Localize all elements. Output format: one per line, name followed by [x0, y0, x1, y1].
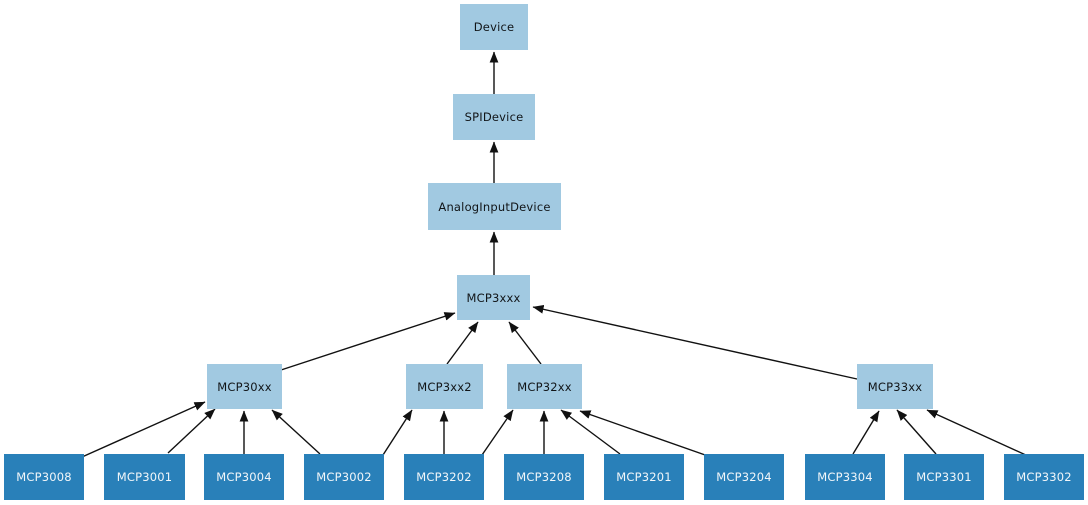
node-device[interactable]: Device [460, 4, 528, 50]
node-mcp3301[interactable]: MCP3301 [904, 454, 984, 500]
edge-mcp33xx-to-mcp3xxx [532, 304, 858, 380]
node-mcp3208[interactable]: MCP3208 [504, 454, 584, 500]
node-mcp3xxx[interactable]: MCP3xxx [457, 275, 530, 320]
node-mcp32xx[interactable]: MCP32xx [507, 364, 582, 409]
node-mcp3001[interactable]: MCP3001 [104, 454, 185, 500]
node-mcp3202[interactable]: MCP3202 [404, 454, 484, 500]
node-analoginputdevice[interactable]: AnalogInputDevice [428, 183, 561, 230]
edge-mcp3202-to-mcp32xx [481, 409, 514, 456]
edge-mcp3301-to-mcp33xx [896, 409, 937, 455]
edge-mcp3002-to-mcp3xx2 [382, 409, 413, 456]
edge-mcp30xx-to-mcp3xxx [280, 312, 456, 371]
edge-mcp32xx-to-mcp3xxx [508, 321, 542, 365]
node-mcp3xx2[interactable]: MCP3xx2 [406, 364, 483, 409]
node-mcp33xx[interactable]: MCP33xx [857, 364, 933, 409]
edge-mcp3008-to-mcp30xx [81, 401, 206, 458]
node-mcp3002[interactable]: MCP3002 [304, 454, 384, 500]
node-mcp3302[interactable]: MCP3302 [1004, 454, 1084, 500]
edge-mcp3204-to-mcp32xx [579, 410, 709, 457]
edge-mcp3002-to-mcp30xx [271, 409, 321, 455]
edge-mcp3001-to-mcp30xx [167, 408, 216, 454]
node-mcp3201[interactable]: MCP3201 [604, 454, 684, 500]
edge-mcp3201-to-mcp32xx [560, 409, 621, 455]
node-mcp30xx[interactable]: MCP30xx [207, 364, 282, 409]
node-mcp3004[interactable]: MCP3004 [204, 454, 284, 500]
edge-mcp3xx2-to-mcp3xxx [446, 321, 479, 365]
edge-mcp3302-to-mcp33xx [926, 409, 1029, 457]
node-mcp3008[interactable]: MCP3008 [4, 454, 84, 500]
node-spidevice[interactable]: SPIDevice [453, 94, 535, 140]
node-mcp3304[interactable]: MCP3304 [805, 454, 885, 500]
node-mcp3204[interactable]: MCP3204 [704, 454, 784, 500]
edge-mcp3304-to-mcp33xx [852, 410, 880, 455]
